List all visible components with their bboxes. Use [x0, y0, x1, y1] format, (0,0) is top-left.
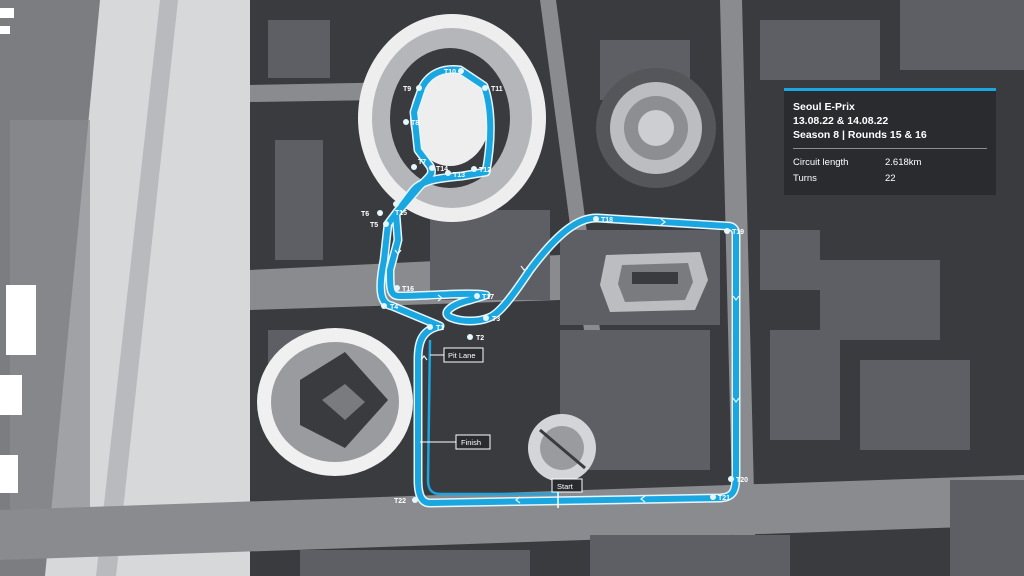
turn-dot-t17	[474, 293, 480, 299]
turns-value: 22	[885, 173, 896, 184]
turn-label-t16: T16	[402, 286, 414, 293]
turn-label-t7: T7	[418, 159, 426, 166]
turn-dot-t9	[416, 85, 422, 91]
finish-label: Finish	[461, 438, 481, 447]
start-marker: Start	[551, 478, 583, 508]
turn-label-t3: T3	[492, 316, 500, 323]
turns-row: Turns 22	[793, 171, 987, 187]
olympic-stadium	[358, 14, 546, 222]
dome-arena	[596, 68, 716, 188]
track-line	[377, 66, 739, 506]
turn-label-t10: T10	[444, 69, 456, 76]
turn-dot-t20	[728, 476, 734, 482]
turns-label: Turns	[793, 173, 817, 184]
event-dates: 13.08.22 & 14.08.22	[793, 115, 889, 127]
event-season: Season 8	[793, 129, 840, 141]
gymnasium	[600, 252, 708, 312]
turn-dot-t4	[381, 303, 387, 309]
event-rounds: Rounds 15 & 16	[847, 129, 927, 141]
turn-dot-t14	[429, 165, 435, 171]
left-buildings	[0, 8, 36, 493]
turn-label-t12: T12	[479, 167, 491, 174]
turn-dot-t21	[710, 494, 716, 500]
turn-label-t1: T1	[436, 325, 444, 332]
turn-label-t14: T14	[436, 166, 448, 173]
turn-label-t5: T5	[370, 222, 378, 229]
turn-dot-t5	[383, 221, 389, 227]
event-title: Seoul E-Prix	[793, 101, 855, 113]
turn-label-t22: T22	[394, 498, 406, 505]
turn-label-t18: T18	[601, 217, 613, 224]
left-road-strip	[0, 0, 250, 576]
race-track	[376, 65, 741, 508]
turn-label-t19: T19	[732, 229, 744, 236]
turn-label-t20: T20	[736, 477, 748, 484]
turn-label-t15: T15	[395, 210, 407, 217]
round-hall	[528, 414, 596, 482]
turn-label-t2: T2	[476, 335, 484, 342]
circuit-length-label: Circuit length	[793, 157, 849, 168]
turn-label-t4: T4	[390, 304, 398, 311]
pit-lane-marker: Pit Lane	[430, 347, 484, 363]
turn-label-t8: T8	[411, 120, 419, 127]
turn-dot-t2	[467, 334, 473, 340]
start-label: Start	[557, 482, 574, 491]
turn-dot-t12	[471, 166, 477, 172]
turn-dot-t18	[593, 216, 599, 222]
turn-dot-t6	[377, 210, 383, 216]
finish-marker: Finish	[420, 434, 491, 450]
turn-label-t11: T11	[491, 86, 503, 93]
pit-lane-line	[426, 339, 560, 496]
direction-arrows	[394, 218, 740, 504]
turn-label-t6: T6	[361, 211, 369, 218]
turn-dot-t8	[403, 119, 409, 125]
turn-dot-t22	[412, 497, 418, 503]
event-separator: |	[842, 129, 845, 141]
turn-dot-t11	[482, 85, 488, 91]
turn-label-t13: T13	[453, 172, 465, 179]
event-info-panel: Seoul E-Prix 13.08.22 & 14.08.22 Season …	[784, 88, 996, 195]
turn-label-t17: T17	[482, 294, 494, 301]
pit-lane-label: Pit Lane	[448, 351, 476, 360]
turn-dot-t19	[724, 228, 730, 234]
turn-label-t21: T21	[718, 495, 730, 502]
turn-dot-t16	[394, 285, 400, 291]
turn-dot-t15	[393, 201, 399, 207]
circuit-length-row: Circuit length 2.618km	[793, 155, 987, 171]
event-season-rounds: Season 8 | Rounds 15 & 16	[793, 128, 987, 142]
panel-divider	[793, 148, 987, 149]
turn-dot-t13	[445, 170, 451, 176]
turn-dot-t3	[483, 315, 489, 321]
turn-dot-t7	[411, 164, 417, 170]
turn-markers: T1 T2 T3 T4 T5 T6 T7 T8 T9 T10 T11 T12 T…	[361, 68, 748, 505]
circuit-length-value: 2.618km	[885, 157, 922, 168]
turn-label-t9: T9	[403, 86, 411, 93]
baseball-stadium	[257, 328, 413, 476]
turn-dot-t1	[427, 324, 433, 330]
turn-dot-t10	[458, 68, 464, 74]
